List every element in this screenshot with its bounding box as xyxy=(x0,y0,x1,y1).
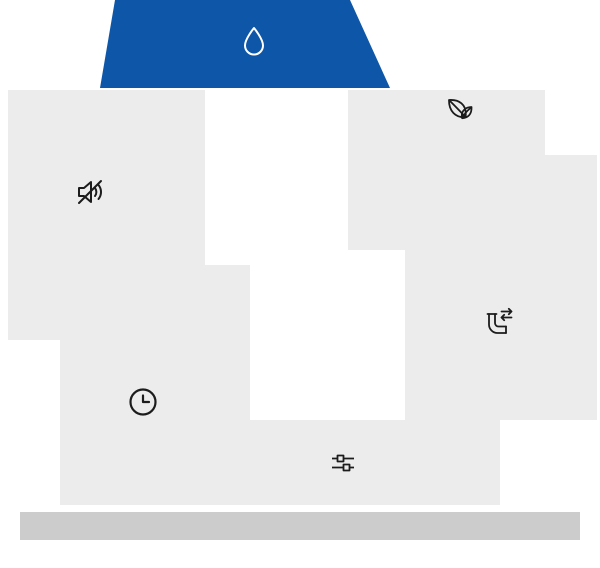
panel-bottom-center xyxy=(205,420,500,505)
bottom-bar xyxy=(20,512,580,540)
sliders-icon[interactable] xyxy=(328,448,358,478)
leaf-icon[interactable] xyxy=(442,94,476,128)
water-drop-icon xyxy=(238,24,270,60)
clock-icon[interactable] xyxy=(126,385,160,419)
panel-right xyxy=(405,155,597,420)
volume-mute-icon[interactable] xyxy=(72,174,108,210)
faucet-swap-icon[interactable] xyxy=(479,304,515,340)
